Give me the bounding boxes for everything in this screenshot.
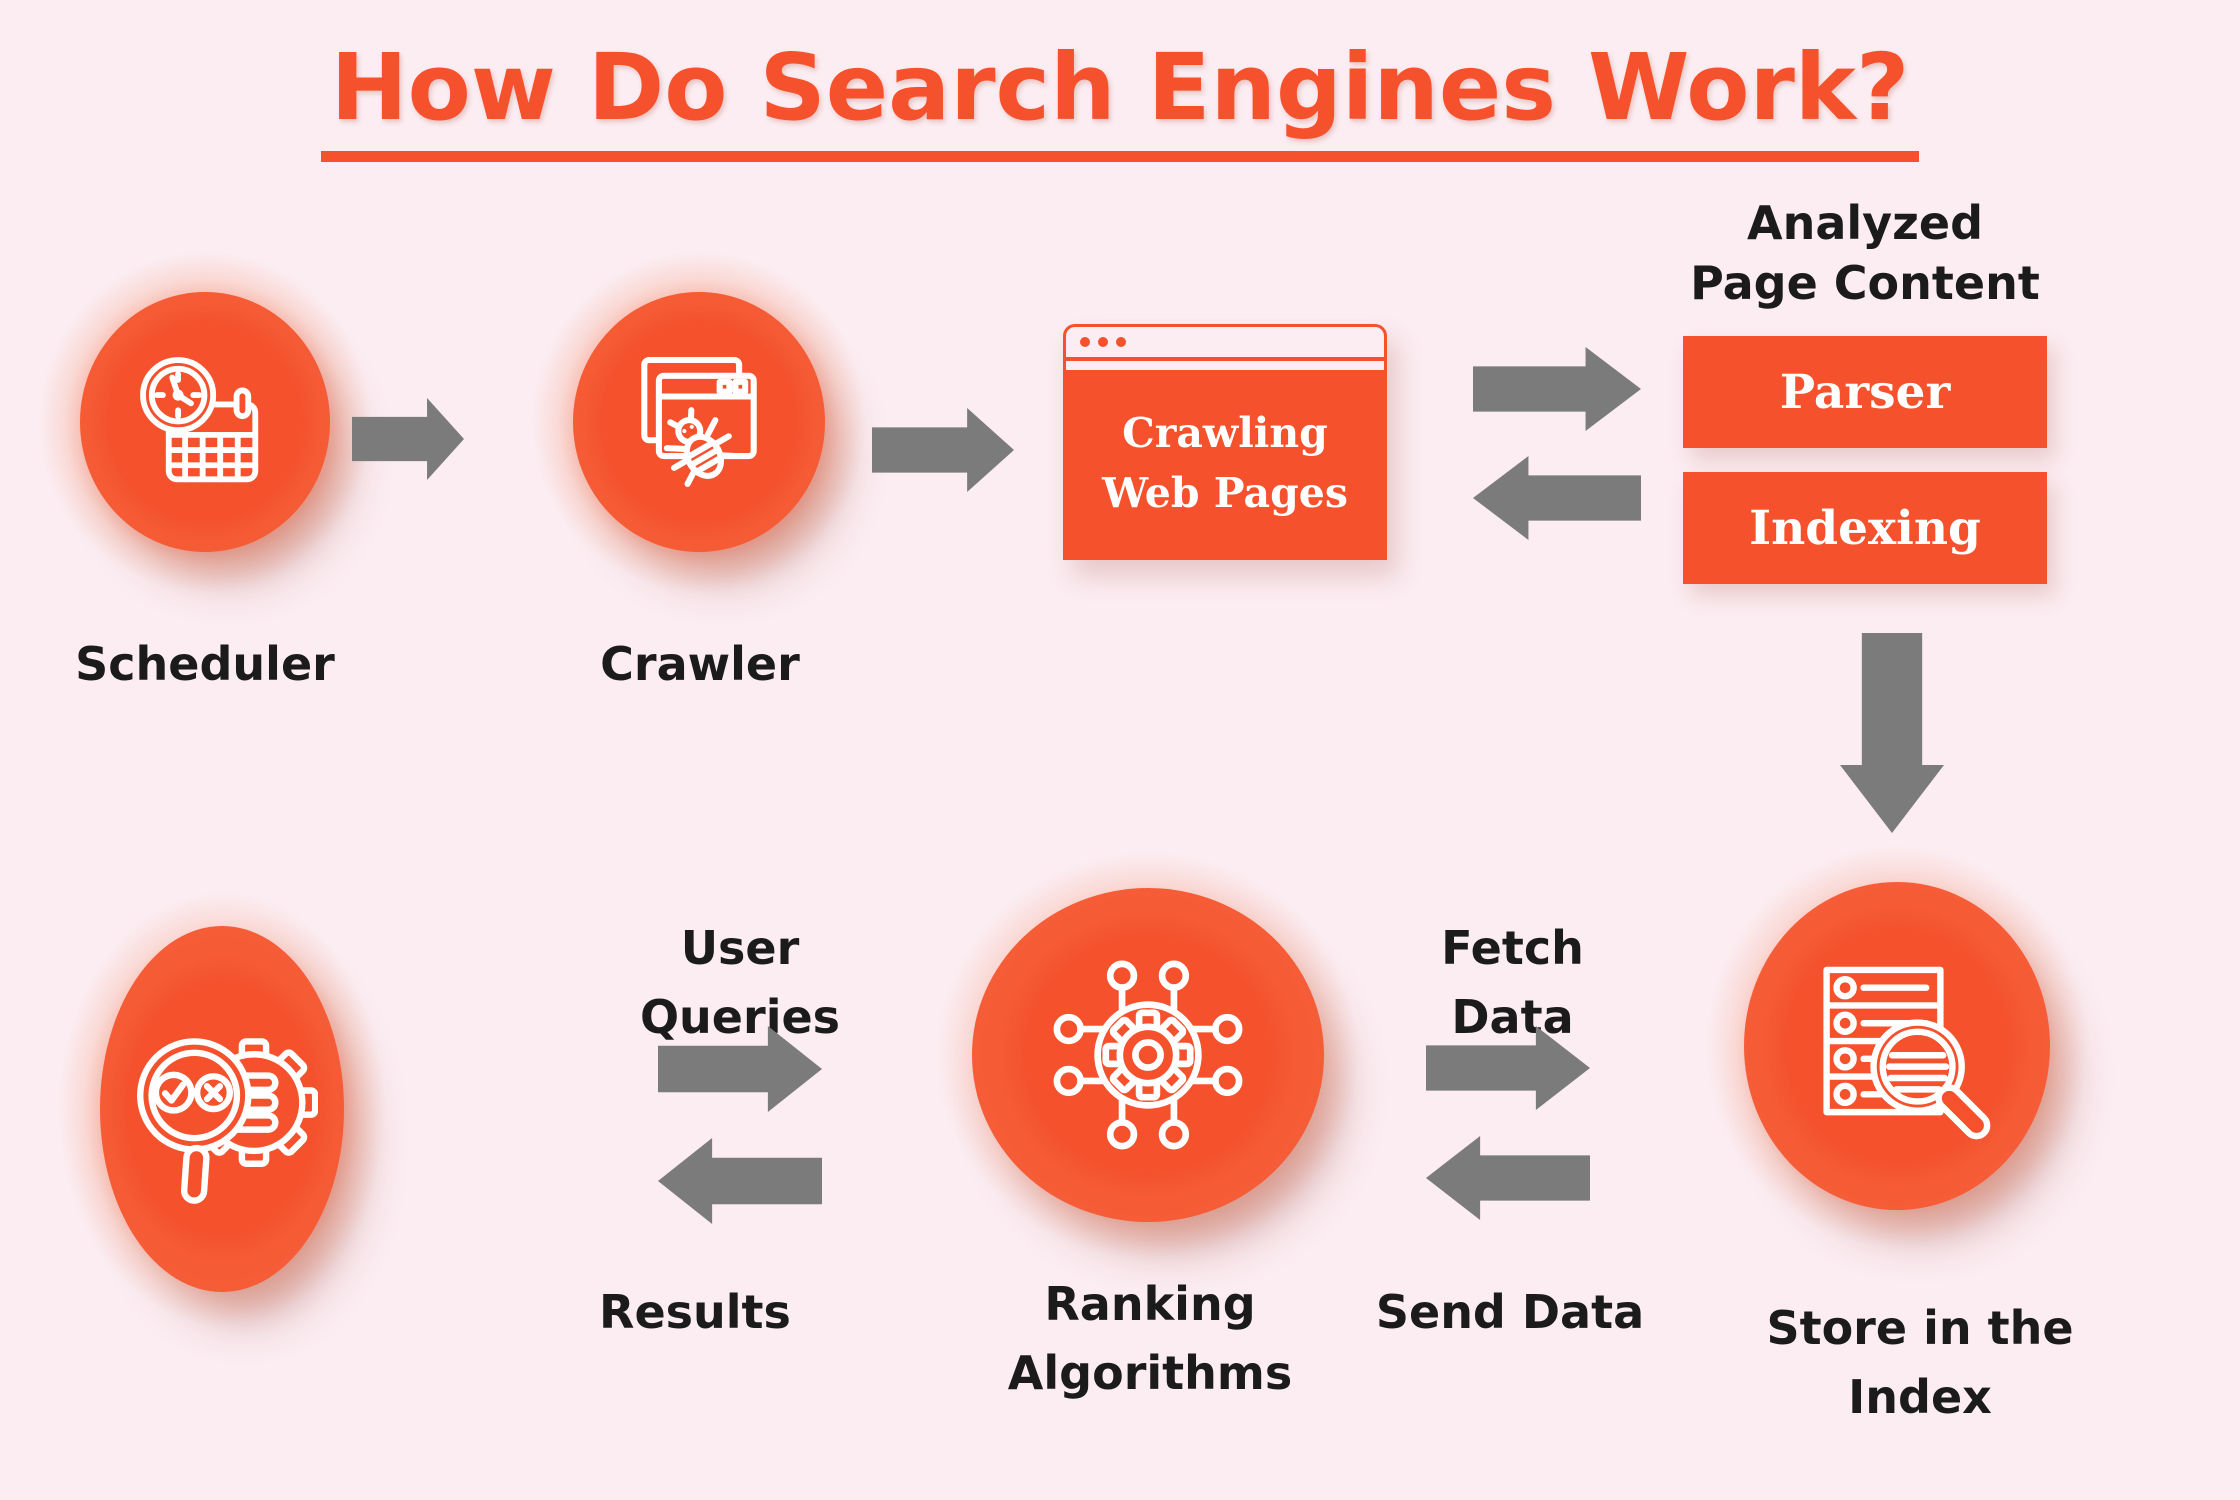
crawler-label: Crawler: [600, 637, 800, 691]
results-label: Results: [599, 1285, 791, 1339]
scheduler-label: Scheduler: [75, 637, 335, 691]
window-dot-icon: [1098, 337, 1108, 347]
window-dot-icon: [1080, 337, 1090, 347]
page-title: How Do Search Engines Work?: [0, 34, 2240, 162]
ranking-line2: Algorithms: [1007, 1346, 1293, 1400]
ranking-algorithms-label: Ranking Algorithms: [935, 1270, 1365, 1408]
store-in-index-node: [1680, 818, 2114, 1274]
crawling-web-pages-text: Crawling Web Pages: [1066, 370, 1384, 557]
arrow-left-icon: [1473, 456, 1641, 540]
crawling-line2: Web Pages: [1102, 468, 1348, 517]
crawling-web-pages-box: Crawling Web Pages: [1063, 324, 1387, 560]
browser-window-dots-icon: [1066, 327, 1384, 361]
window-dot-icon: [1116, 337, 1126, 347]
parser-box: Parser: [1683, 336, 2047, 448]
ranking-line1: Ranking: [1044, 1277, 1256, 1331]
store-line2: Index: [1848, 1370, 1992, 1424]
arrow-left-icon: [1426, 1136, 1590, 1220]
indexing-box: Indexing: [1683, 472, 2047, 584]
arrow-right-icon: [872, 408, 1014, 492]
magnifier-check-cross-gear-icon: [137, 1038, 318, 1204]
analyzed-page-content-label: Analyzed Page Content: [1655, 194, 2075, 314]
crawler-node: [509, 228, 889, 616]
browser-window-divider: [1066, 361, 1384, 370]
store-line1: Store in the: [1766, 1301, 2074, 1355]
scheduler-node: [16, 228, 394, 616]
arrow-right-icon: [1473, 347, 1641, 431]
arrow-left-icon: [658, 1138, 822, 1224]
arrow-down-icon: [1840, 633, 1944, 833]
user-queries-label: User Queries: [639, 921, 841, 1044]
fetch-data-label: Fetch Data: [1441, 921, 1584, 1044]
index-database-magnifier-icon: [1823, 966, 1991, 1140]
store-in-index-label: Store in the Index: [1725, 1294, 2115, 1432]
gear-network-icon: [1053, 960, 1243, 1150]
crawling-line1: Crawling: [1122, 409, 1328, 458]
ranking-algorithms-node: [908, 824, 1388, 1286]
send-data-label: Send Data: [1375, 1285, 1645, 1339]
browser-bug-icon: [641, 356, 757, 487]
analyzed-line1: Analyzed: [1746, 196, 1984, 250]
search-results-node: [36, 862, 408, 1356]
clock-calendar-icon: [140, 357, 259, 483]
page-title-text: How Do Search Engines Work?: [320, 34, 1920, 162]
analyzed-line2: Page Content: [1690, 255, 2040, 310]
